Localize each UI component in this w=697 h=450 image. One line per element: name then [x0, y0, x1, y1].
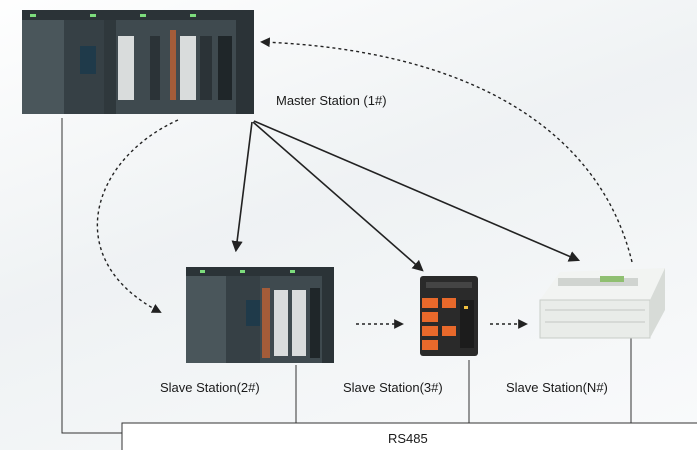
dashed-arrow-master-to-slave2	[96, 119, 179, 313]
slave-station-3-label: Slave Station(3#)	[343, 380, 443, 395]
arrow-master-to-slaven	[253, 120, 581, 262]
arrow-master-to-slave3	[252, 121, 424, 272]
slave-station-2-label: Slave Station(2#)	[160, 380, 260, 395]
dashed-arrow-slaven-to-master	[260, 37, 633, 263]
master-station-label: Master Station (1#)	[276, 93, 387, 108]
slaven-compact-plc-icon	[539, 268, 665, 339]
rs485-bus-label: RS485	[388, 431, 428, 446]
master-plc-rack-icon	[22, 10, 254, 114]
arrow-master-to-slave2	[231, 121, 253, 253]
master-bus-line	[61, 118, 122, 434]
slave-station-n-label: Slave Station(N#)	[506, 380, 608, 395]
slave2-plc-rack-icon	[186, 267, 334, 363]
slave3-io-module-icon	[420, 276, 478, 356]
rs485-bus-box	[121, 422, 697, 450]
